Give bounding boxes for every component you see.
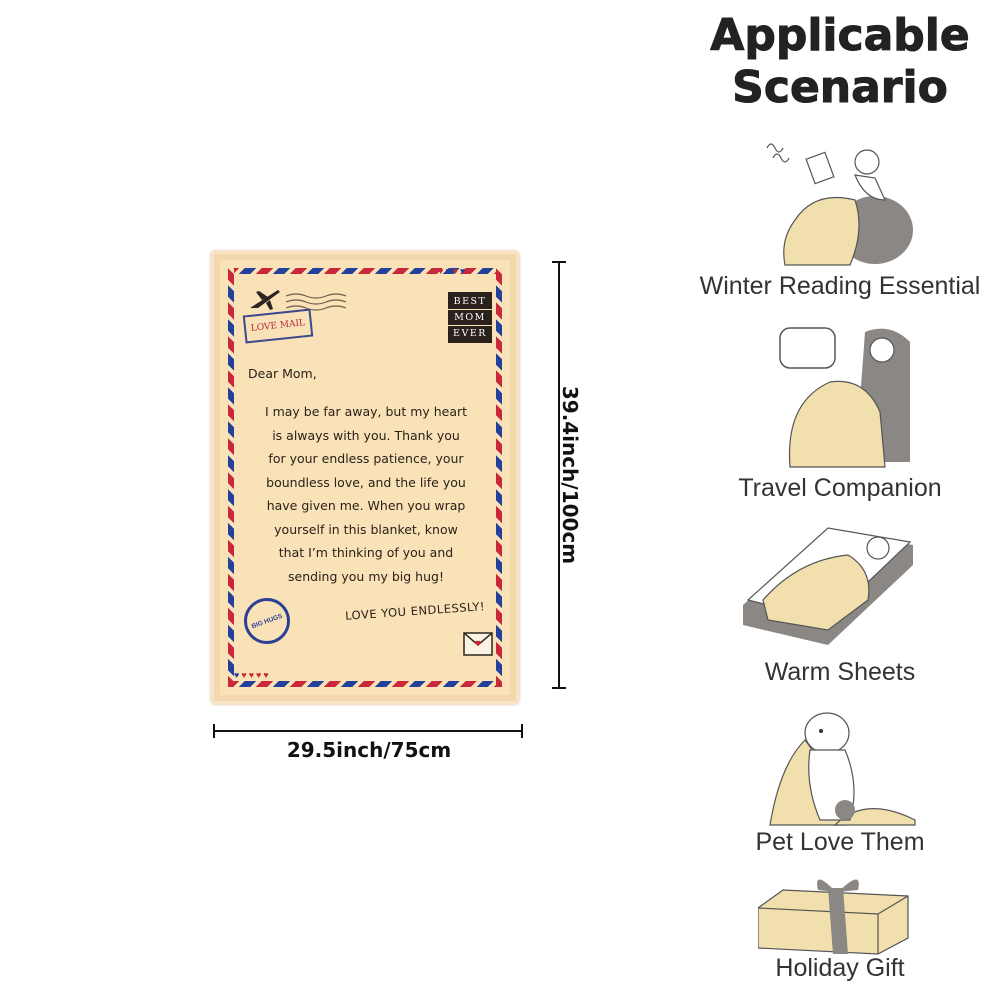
- height-dimension-label: 39.4inch/100cm: [558, 385, 582, 565]
- title-line-1: Applicable: [710, 10, 970, 62]
- big-hugs-stamp: BIG HUGS: [244, 598, 290, 644]
- badge-line-2: MOM: [448, 310, 492, 326]
- height-dimension-line: [552, 261, 566, 689]
- gift-box-icon: [758, 879, 909, 955]
- width-dimension-line: [213, 724, 523, 738]
- letter-greeting: Dear Mom,: [248, 366, 317, 381]
- heart-decoration-bottom-left: ♥♥♥♥♥: [234, 670, 271, 680]
- airmail-border-bottom: [228, 681, 502, 687]
- love-mail-stamp: LOVE MAIL: [242, 308, 314, 344]
- scenario-label-travel: Travel Companion: [738, 474, 942, 502]
- page-title: Applicable Scenario: [690, 10, 990, 114]
- letter-signoff: LOVE YOU ENDLESSLY!: [344, 599, 486, 623]
- envelope-icon: [463, 632, 493, 656]
- letter-design: LOVE MAIL BEST MOM EVER ♥♥♥♥♥ ♥♥♥♥♥ Dear…: [220, 260, 510, 695]
- airmail-border-right: [496, 268, 502, 687]
- scenario-label-gift: Holiday Gift: [775, 954, 905, 982]
- airplane-seat-icon: [779, 327, 910, 468]
- postmark-icon: [286, 293, 347, 311]
- badge-line-1: BEST: [448, 294, 492, 310]
- reading-chair-icon: [766, 143, 913, 266]
- love-mail-stamp-label: LOVE MAIL: [250, 318, 306, 334]
- big-hugs-stamp-label: BIG HUGS: [250, 612, 284, 630]
- blanket-product: LOVE MAIL BEST MOM EVER ♥♥♥♥♥ ♥♥♥♥♥ Dear…: [210, 250, 520, 705]
- badge-line-3: EVER: [453, 328, 487, 339]
- scenario-label-bed: Warm Sheets: [764, 658, 916, 686]
- airmail-border-left: [228, 268, 234, 687]
- airmail-border-top: [228, 268, 502, 274]
- airplane-icon: [250, 290, 280, 310]
- dog-blanket-icon: [769, 712, 916, 826]
- best-mom-ever-badge: BEST MOM EVER: [448, 292, 492, 343]
- width-dimension-label: 29.5inch/75cm: [286, 738, 452, 762]
- scenario-label-reading: Winter Reading Essential: [699, 272, 981, 300]
- title-line-2: Scenario: [732, 62, 949, 114]
- heart-decoration-top-right: ♥♥♥♥♥: [438, 266, 475, 276]
- scenario-label-pet: Pet Love Them: [755, 828, 925, 856]
- bed-sleeping-icon: [743, 527, 913, 645]
- letter-body: I may be far away, but my heart is alway…: [264, 404, 468, 584]
